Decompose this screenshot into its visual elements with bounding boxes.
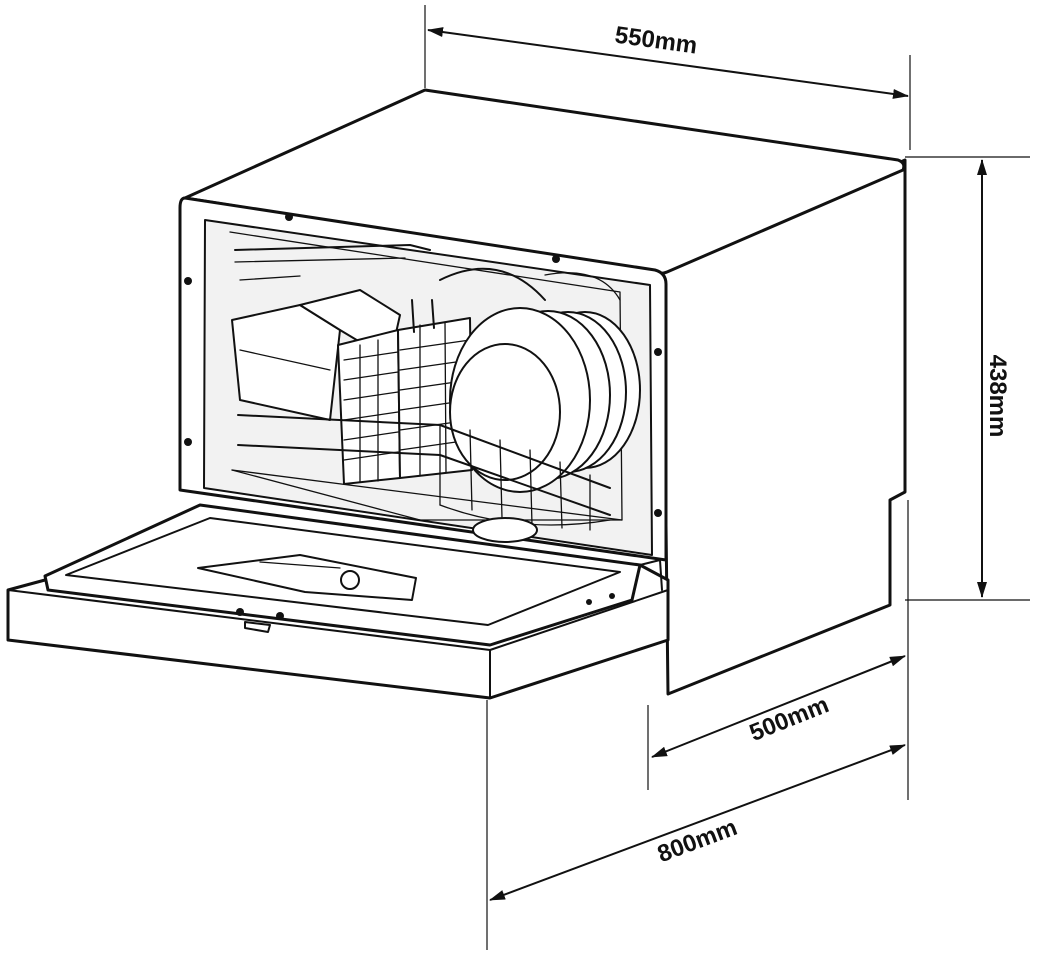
- dimension-height: 438mm: [977, 159, 1011, 598]
- height-label: 438mm: [984, 355, 1011, 438]
- spray-arm: [472, 517, 538, 543]
- width-label: 550mm: [613, 22, 699, 60]
- dimension-width: 550mm: [427, 22, 909, 99]
- depth-label: 500mm: [746, 691, 833, 747]
- dishwasher-interior: [184, 213, 662, 543]
- detergent-dispenser: [197, 554, 417, 601]
- plates: [439, 267, 641, 493]
- frame-screws: [184, 213, 662, 517]
- dimension-depth-door-open: 800mm: [489, 744, 906, 901]
- dishwasher-door: [6, 503, 670, 700]
- extension-lines: [424, 5, 1030, 950]
